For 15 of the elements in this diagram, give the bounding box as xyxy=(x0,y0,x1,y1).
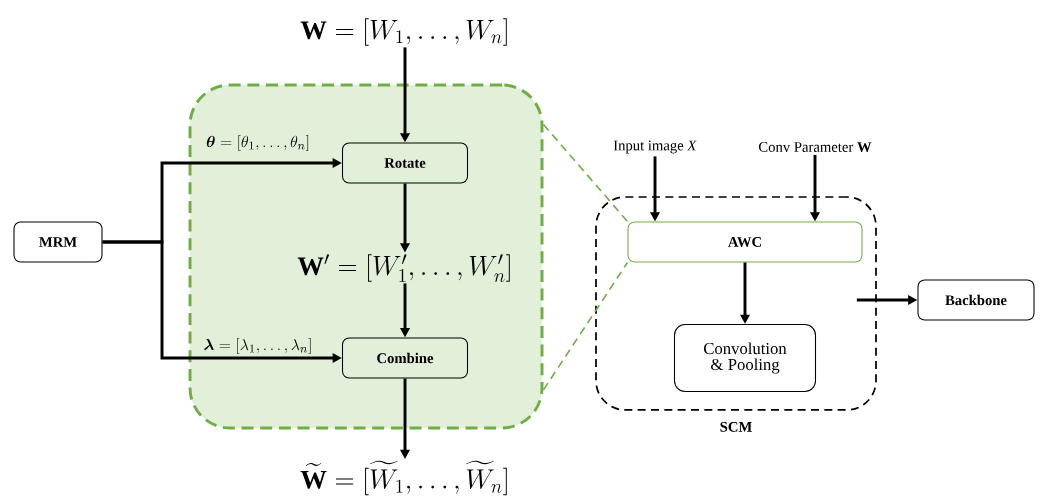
edge-label: $\bm{\theta}=[\theta_{1},\ldots,\theta_{n}]$ xyxy=(206,135,309,151)
edge-label: $\bm{\lambda}=[\lambda_{1},\ldots,\lambda_{n}]$ xyxy=(204,338,311,354)
process-box: Rotate xyxy=(341,142,469,184)
process-box: Backbone xyxy=(917,279,1035,321)
panel xyxy=(188,83,544,430)
formula: $\widetilde{\mathbf{W}}=[\widetilde{W}_{1},\ldots,\widetilde{W}_{n}]$ xyxy=(300,460,507,496)
input-label: Input image X xyxy=(613,140,697,154)
node-label: SCM xyxy=(720,421,752,432)
process-box: AWC xyxy=(627,221,863,263)
process-box: MRM xyxy=(13,221,103,263)
input-label: Conv Parameter W xyxy=(759,142,872,152)
formula: $\mathbf{W}=[W_{1},\ldots,W_{n}]$ xyxy=(300,18,507,46)
formula: $\mathbf{W}'=[W_{1}',\ldots,W_{n}']$ xyxy=(297,254,510,282)
process-box: Convolution & Pooling xyxy=(673,323,817,393)
process-box: Combine xyxy=(341,337,469,379)
